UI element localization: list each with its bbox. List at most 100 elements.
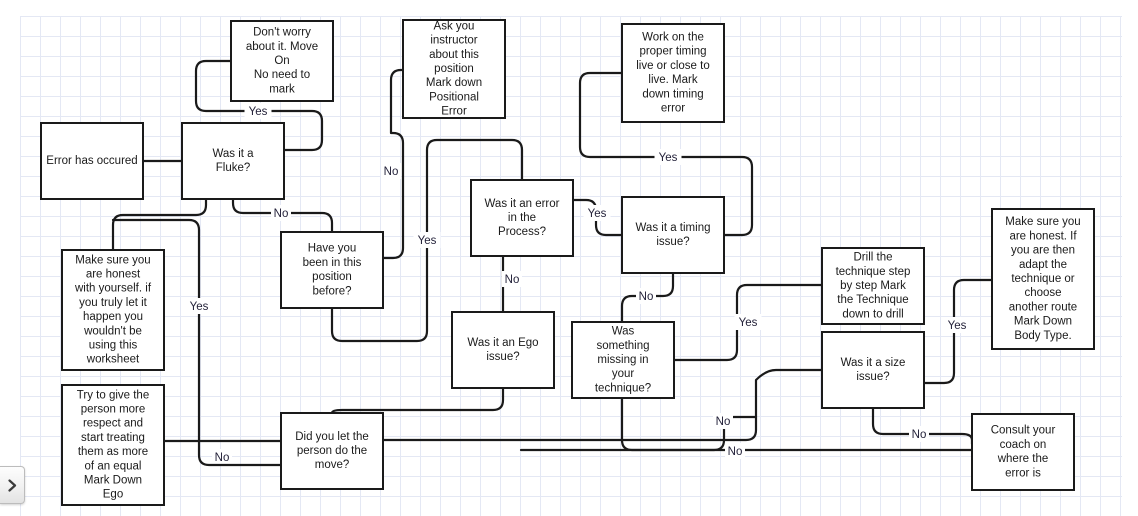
node-box [991, 208, 1095, 350]
edge-label: No [912, 429, 927, 441]
edge-size-issue-to-make-sure-honest-2[interactable]: Yes [922, 278, 994, 385]
node-box [61, 249, 165, 371]
node-box [451, 311, 555, 389]
node-box [470, 179, 574, 257]
edge-label-backdrop [185, 298, 213, 314]
edge-something-missing-to-drill-technique[interactable]: Yes [672, 283, 824, 362]
edge-label: No [639, 291, 654, 303]
edge-label: No [728, 446, 743, 458]
edge-label: Yes [588, 208, 607, 220]
edge-path [620, 396, 758, 452]
edge-was-fluke-to-dont-worry[interactable]: Yes [194, 59, 324, 152]
edge-try-to-give-to-did-you-let[interactable]: No [162, 439, 283, 465]
edge-label-backdrop [713, 413, 733, 429]
edge-was-fluke-to-have-you-been[interactable]: No [231, 197, 334, 234]
edge-error-in-process-to-ego-issue[interactable]: No [501, 254, 522, 314]
edge-label-backdrop [636, 288, 656, 304]
edge-path [111, 218, 283, 467]
canvas-left-margin [0, 0, 20, 516]
edge-label-backdrop [654, 149, 682, 165]
edge-label-backdrop [734, 314, 762, 330]
node-box [40, 122, 144, 200]
edge-label-backdrop [502, 271, 522, 287]
node-box [621, 196, 725, 274]
edge-path [330, 386, 505, 415]
node-box [280, 412, 384, 490]
edge-label-backdrop [943, 317, 971, 333]
edge-label-backdrop [381, 163, 401, 179]
edge-timing-issue-to-something-missing[interactable]: No [620, 271, 675, 324]
node-box [181, 122, 285, 200]
edge-label: No [274, 208, 289, 220]
edge-label: Yes [659, 152, 678, 164]
edge-label-backdrop [271, 205, 291, 221]
node-box [61, 384, 165, 506]
canvas-right-margin [1122, 0, 1138, 516]
edge-error-in-process-to-timing-issue[interactable]: Yes [571, 198, 624, 237]
edge-was-fluke-to-make-sure-honest[interactable] [111, 197, 208, 252]
node-label: Error has occured [46, 155, 137, 167]
edge-ego-issue-to-did-you-let[interactable] [330, 386, 505, 415]
node-box [821, 331, 925, 409]
edge-label-backdrop [583, 205, 611, 221]
canvas-top-margin [0, 0, 1138, 16]
node-box [402, 19, 506, 119]
edge-size-issue-to-consult-coach[interactable]: No [871, 406, 974, 446]
edge-did-you-let-to-make-sure-honest[interactable]: Yes [111, 218, 283, 467]
edge-bottom-rail-to-consult-coach[interactable]: No [519, 443, 974, 459]
node-box [230, 20, 334, 102]
edge-label: Yes [418, 235, 437, 247]
edge-label-backdrop [244, 103, 272, 119]
edge-label: Yes [948, 320, 967, 332]
edge-something-missing-to-consult-coach[interactable]: No [620, 396, 758, 452]
edge-label-backdrop [909, 426, 929, 442]
edge-have-you-been-to-error-in-process[interactable]: Yes [330, 138, 524, 343]
node-error-occured[interactable]: Error has occured [40, 122, 144, 200]
node-box [971, 413, 1075, 491]
edge-path [111, 197, 208, 252]
node-box [280, 231, 384, 309]
edge-label-backdrop [725, 443, 745, 459]
edge-did-you-let-to-size-issue[interactable] [382, 368, 824, 442]
edge-label: No [384, 166, 399, 178]
edge-timing-issue-to-work-timing[interactable]: Yes [578, 71, 754, 237]
node-box [571, 321, 675, 399]
edge-label: No [215, 452, 230, 464]
edge-have-you-been-to-ask-instructor[interactable]: No [381, 68, 405, 260]
panel-expander-button[interactable] [0, 466, 25, 504]
